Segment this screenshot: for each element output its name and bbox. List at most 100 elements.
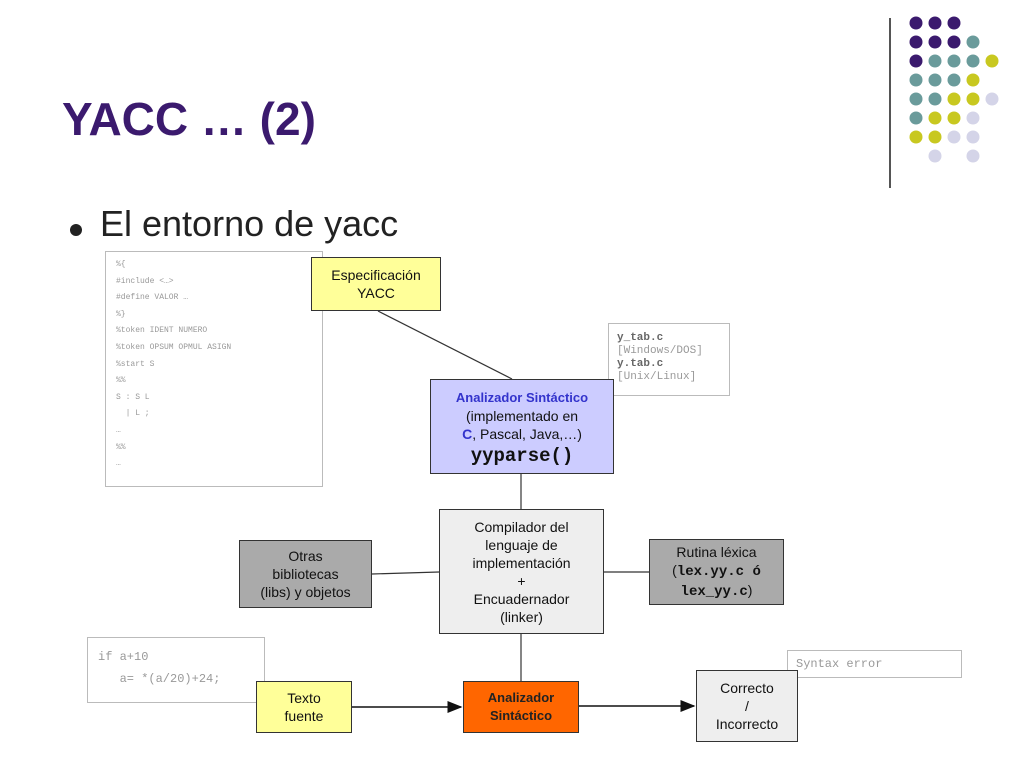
code-line: %token OPSUM OPMUL ASIGN [116, 342, 232, 352]
decorative-dot [909, 130, 923, 144]
spec-line-2: YACC [357, 285, 395, 301]
decorative-dot [966, 54, 980, 68]
decorative-dot [966, 73, 980, 87]
compiler-line-1: Compilador del [474, 518, 569, 535]
code-line: %} [116, 309, 126, 319]
compiler-line-4: + [517, 572, 526, 589]
decorative-dot [928, 73, 942, 87]
slide-title: YACC … (2) [62, 93, 316, 145]
source-text-box: Texto fuente [256, 681, 352, 733]
parser-run-line-2: Sintáctico [489, 708, 553, 723]
libraries-box: Otras bibliotecas (libs) y objetos [239, 540, 372, 608]
decorative-dot [928, 16, 942, 30]
decorative-dot [909, 111, 923, 125]
code-line: %{ [116, 260, 126, 269]
decorative-dot [947, 54, 961, 68]
code-line: #include <…> [116, 276, 174, 286]
bullet-dot [70, 224, 82, 236]
decorative-dot [909, 35, 923, 49]
code-line: %token IDENT NUMERO [116, 326, 208, 336]
compiler-line-6: (linker) [500, 608, 543, 625]
decorative-dot [909, 92, 923, 106]
parser-run-box: Analizador Sintáctico [463, 681, 579, 733]
parser-langs: , Pascal, Java,…) [472, 425, 582, 442]
spec-line-1: Especificación [331, 267, 421, 283]
lexical-paren-close: ) [747, 582, 753, 598]
lexical-file-1: lex.yy.c ó [676, 564, 761, 580]
decorative-dot [909, 73, 923, 87]
decorative-dot [947, 73, 961, 87]
decorative-dot [928, 54, 942, 68]
lexical-file-2: lex_yy.c [680, 584, 748, 600]
decorative-dot [947, 16, 961, 30]
lexical-routine-box: Rutina léxica (lex.yy.c ó lex_yy.c) [649, 539, 784, 605]
decorative-dot [985, 54, 999, 68]
code-line: %start S [116, 359, 155, 369]
parser-box: Analizador Sintáctico (implementado en C… [430, 379, 614, 474]
decorative-dot [985, 92, 999, 106]
lexical-line-1: Rutina léxica [676, 544, 757, 560]
source-line-2: a= *(a/20)+24; [98, 672, 221, 686]
parser-title: Analizador Sintáctico [455, 389, 589, 405]
code-line: | L ; [116, 409, 150, 419]
spec-yacc-box: Especificación YACC [311, 257, 441, 311]
decorative-dot [947, 130, 961, 144]
compiler-line-5: Encuadernador [473, 590, 570, 607]
libraries-line-1: Otras [288, 548, 323, 564]
source-text-line-2: fuente [284, 708, 324, 724]
decorative-dot [966, 149, 980, 163]
result-line-3: Incorrecto [715, 716, 779, 732]
code-line: #define VALOR … [116, 293, 189, 303]
code-line: … [116, 459, 121, 469]
decorative-dot [928, 92, 942, 106]
source-text-line-1: Texto [287, 690, 321, 706]
decorative-dot [909, 54, 923, 68]
lexical-line-2: (lex.yy.c ó [672, 561, 761, 581]
bullet-text: El entorno de yacc [100, 203, 399, 244]
decorative-dot [966, 111, 980, 125]
ytab-windows-file: y_tab.c [617, 332, 664, 344]
decorative-dot [966, 35, 980, 49]
ytab-unix-os: [Unix/Linux] [617, 371, 697, 383]
decorative-dot [947, 111, 961, 125]
output-file-names: y_tab.c [Windows/DOS] y.tab.c [Unix/Linu… [608, 323, 730, 396]
parser-function: yyparse() [470, 444, 574, 467]
code-line: %% [116, 442, 126, 452]
title-divider [889, 18, 891, 188]
line-spec-analyzer [377, 310, 513, 380]
error-message: Syntax error [787, 650, 962, 678]
decorative-dot [966, 130, 980, 144]
parser-run-line-1: Analizador [487, 690, 555, 705]
libraries-line-2: bibliotecas [272, 566, 339, 582]
ytab-unix-file: y.tab.c [617, 358, 664, 370]
libraries-line-3: (libs) y objetos [260, 584, 351, 600]
ytab-windows-os: [Windows/DOS] [617, 345, 703, 357]
code-line: S : S L [116, 392, 150, 402]
decorative-dot [947, 35, 961, 49]
code-line: … [116, 425, 121, 435]
decorative-dot [928, 130, 942, 144]
parser-line-2: (implementado en [465, 407, 579, 424]
compiler-box: Compilador del lenguaje de implementació… [439, 509, 604, 634]
decorative-dot [966, 92, 980, 106]
compiler-line-3: implementación [472, 554, 571, 571]
source-code-sample: if a+10 a= *(a/20)+24; [87, 637, 265, 703]
source-line-1: if a+10 [98, 650, 149, 664]
lexical-paren-open: ( [672, 562, 677, 578]
code-line: %% [116, 376, 126, 386]
result-line-1: Correcto [720, 680, 774, 696]
result-line-2: / [745, 698, 749, 714]
decorative-dot [928, 35, 942, 49]
parser-line-3: C, Pascal, Java,…) [462, 425, 582, 443]
parser-c-lang: C [462, 425, 473, 442]
lexical-line-3: lex_yy.c) [681, 581, 753, 601]
line-others-compiler [371, 571, 440, 575]
compiler-line-2: lenguaje de [485, 536, 558, 553]
decorative-dot [928, 149, 942, 163]
decorative-dot [909, 16, 923, 30]
decorative-dot [928, 111, 942, 125]
result-box: Correcto / Incorrecto [696, 670, 798, 742]
decorative-dot [947, 92, 961, 106]
decorative-dot-grid [909, 16, 999, 163]
